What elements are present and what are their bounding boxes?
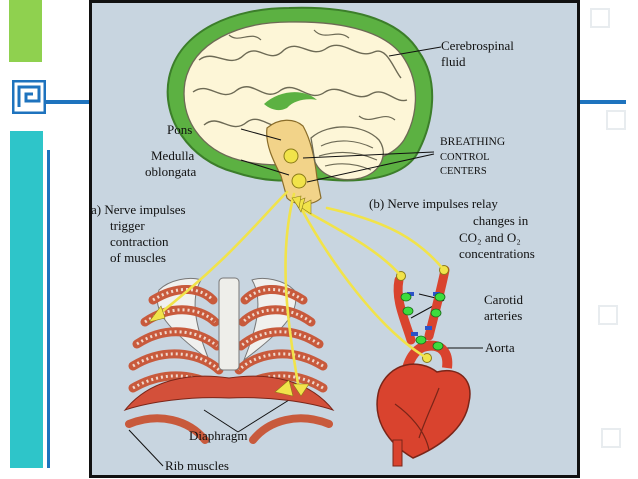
label-medulla-line1: Medulla [151,148,195,163]
arrowheads [148,195,312,397]
label-part-a-line3: contraction [110,234,169,249]
label-part-b-line2: changes in [473,213,529,228]
label-part-a-line4: of muscles [110,250,166,265]
label-diaphragm: Diaphragm [189,428,247,443]
label-pons: Pons [167,122,192,137]
label-carotid-line2: arteries [484,308,522,323]
nerve-pathways [152,190,446,392]
label-cerebrospinal-line2: fluid [441,54,466,69]
watermark-square-icon [590,8,610,28]
brain-illustration [166,6,434,205]
label-part-b-line4: concentrations [459,246,535,261]
label-rib-muscles: Rib muscles [165,458,229,473]
label-part-b-line1: (b) Nerve impulses relay [369,196,498,211]
label-part-a-line1: a) Nerve impulses [91,202,186,217]
watermark-square-icon [606,110,626,130]
teal-accent-bar [10,131,43,468]
blue-accent-line-left [46,100,90,104]
heart-illustration [376,265,471,467]
watermark-square-icon [601,428,621,448]
green-accent-bar [9,0,42,62]
label-breathing-line3: centers [440,166,487,177]
label-carotid-line1: Carotid [484,292,523,307]
label-breathing-line1: Breathing [440,136,505,148]
watermark-square-icon [598,305,618,325]
respiratory-control-diagram: Cerebrospinal fluid Pons Medulla oblonga… [89,0,580,478]
label-cerebrospinal-line1: Cerebrospinal [441,38,514,53]
greek-key-icon [11,79,47,115]
label-breathing-line2: control [440,152,490,163]
label-aorta: Aorta [485,340,515,355]
label-part-a-line2: trigger [110,218,145,233]
label-part-b-line3: CO₂ and O₂ [459,230,521,245]
label-medulla-line2: oblongata [145,164,196,179]
blue-accent-bar [47,150,50,468]
blue-accent-line-right [580,100,626,104]
